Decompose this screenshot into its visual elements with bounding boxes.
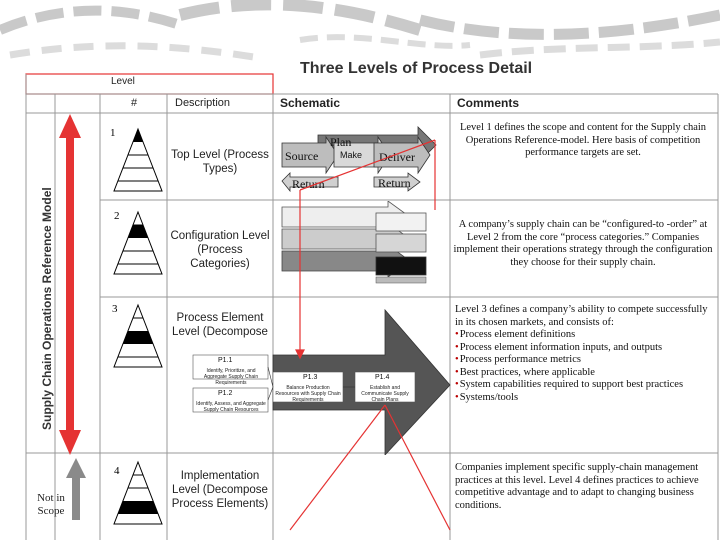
level-1-comment: Level 1 defines the scope and content fo…	[459, 122, 707, 158]
level-4-description: Implementation Level (Decompose Process …	[171, 470, 269, 510]
level-column-header: Level	[111, 76, 135, 87]
return-left-label: Return	[292, 177, 325, 191]
p1-1-id: P1.1	[218, 357, 233, 364]
scope-double-arrow	[59, 114, 81, 455]
level-number-3: 3	[112, 303, 118, 315]
not-in-scope-arrow	[66, 458, 86, 520]
pyramid-level-4-icon	[113, 460, 163, 525]
level-3-comment-bullets: Process element definitions Process elem…	[455, 329, 711, 404]
bullet-item: Process element definitions	[455, 329, 711, 342]
return-right-label: Return	[378, 176, 411, 190]
pyramid-level-2-icon	[113, 210, 163, 275]
deliver-label: Deliver	[379, 150, 415, 164]
page-title: Three Levels of Process Detail	[300, 60, 533, 77]
level-2-comment: A company’s supply chain can be “configu…	[453, 219, 713, 268]
bullet-item: System capabilities required to support …	[455, 379, 711, 392]
p1-2-id: P1.2	[218, 390, 233, 397]
bullet-item: Best practices, where applicable	[455, 367, 711, 380]
p1-3-text: Balance Production Resources with Supply…	[275, 385, 341, 403]
level-1-schematic	[281, 126, 437, 193]
level-number-4: 4	[114, 465, 120, 477]
comments-column-header: Comments	[457, 96, 520, 110]
background-swooshes	[0, 0, 720, 62]
p1-3-id: P1.3	[303, 374, 318, 381]
bullet-item: Process performance metrics	[455, 354, 711, 367]
number-column-header: #	[131, 97, 138, 109]
p1-4-text: Establish and Communicate Supply Chain P…	[361, 385, 409, 403]
schematic-column-header: Schematic	[280, 96, 341, 110]
level-3-schematic	[192, 308, 451, 455]
level-number-2: 2	[114, 210, 120, 222]
pyramid-level-1-icon	[113, 127, 163, 192]
p1-4-id: P1.4	[375, 374, 390, 381]
p1-2-text: Identify, Assess, and Aggregate Supply C…	[196, 401, 266, 413]
level-3-comment-intro: Level 3 defines a company’s ability to c…	[455, 304, 708, 328]
level-2-schematic	[281, 201, 427, 284]
not-in-scope-label: Not in Scope	[37, 492, 65, 517]
pyramid-level-3-icon	[113, 303, 163, 368]
level-4-comment: Companies implement specific supply-chai…	[455, 462, 699, 511]
level-1-description: Top Level (Process Types)	[171, 149, 269, 175]
level-number-1: 1	[110, 127, 116, 139]
level-3-description: Process Element Level (Decompose	[172, 312, 268, 338]
level-2-description: Configuration Level (Process Categories)	[170, 230, 270, 270]
make-label: Make	[340, 150, 363, 160]
description-column-header: Description	[175, 97, 231, 109]
level-3-comment: Level 3 defines a company’s ability to c…	[455, 304, 711, 404]
p1-1-text: Identify, Prioritize, and Aggregate Supp…	[203, 368, 259, 386]
bullet-item: Systems/tools	[455, 392, 711, 405]
bullet-item: Process element information inputs, and …	[455, 342, 711, 355]
source-label: Source	[285, 149, 319, 163]
plan-label: Plan	[330, 135, 352, 149]
